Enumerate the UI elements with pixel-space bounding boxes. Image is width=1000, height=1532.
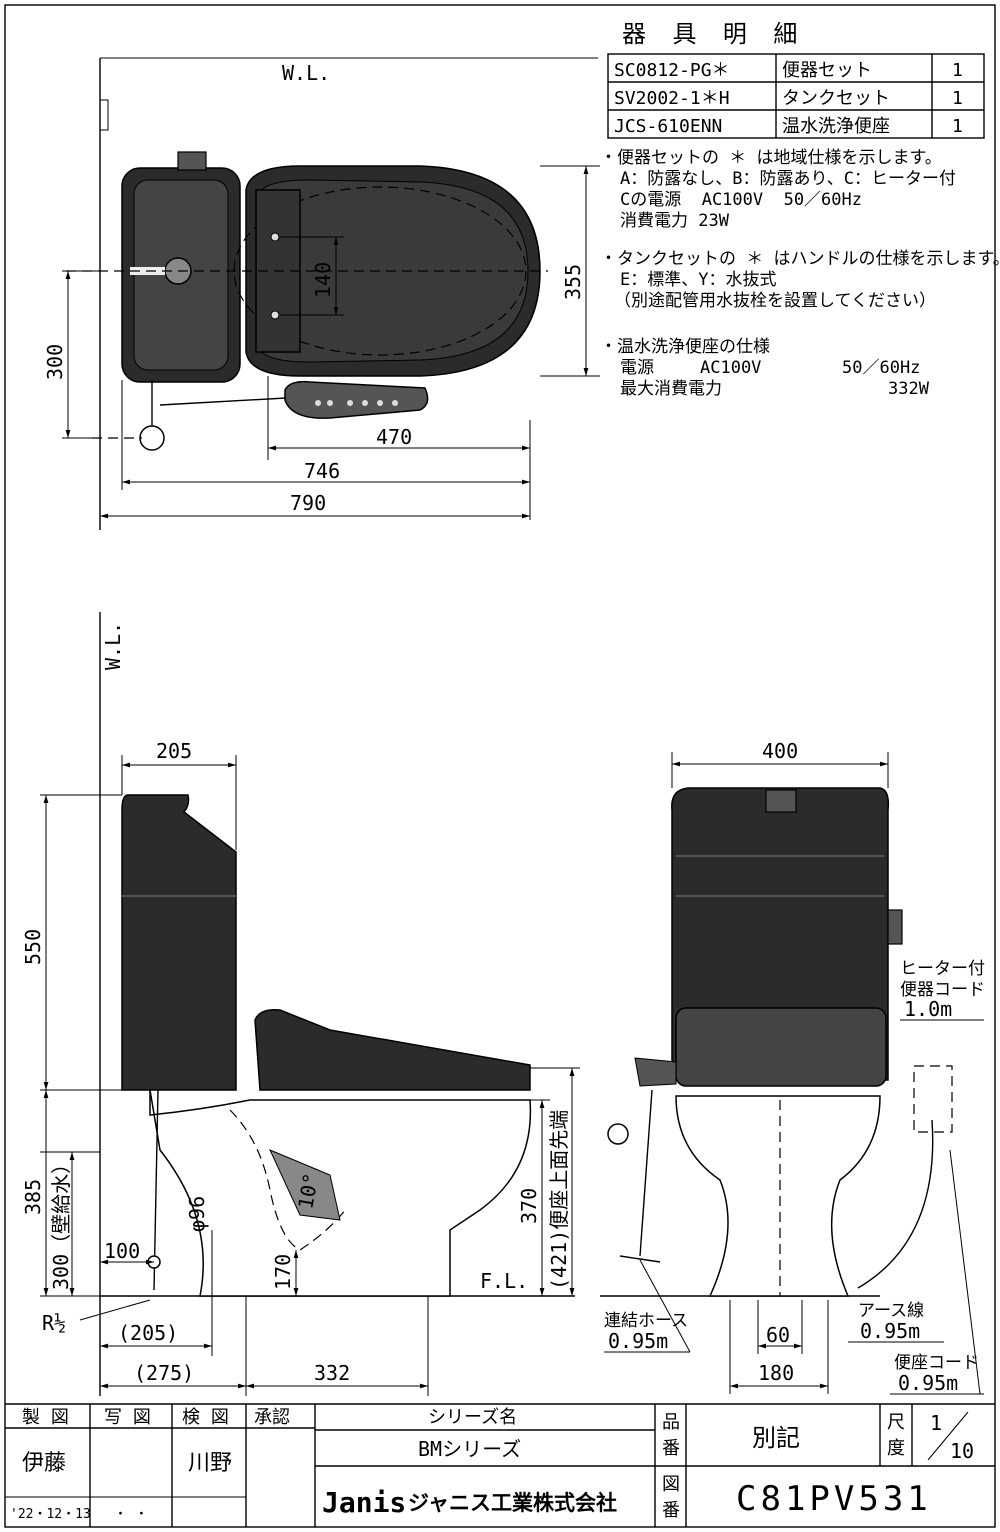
plan-dim-355: 355 — [561, 264, 585, 300]
company-logo: Janis — [322, 1486, 406, 1519]
note-2: A：防露なし、B：防露あり、C：ヒーター付 — [620, 169, 956, 189]
tb-header-approved: 承認 — [254, 1407, 290, 1428]
side-dim-370: 370 — [517, 1188, 541, 1224]
front-hose-length: 0.95m — [608, 1329, 668, 1353]
tb-fig-no: C81PV531 — [736, 1479, 932, 1519]
side-dim-332: 332 — [314, 1361, 350, 1385]
tb-fig-no-label-1: 図 — [662, 1474, 680, 1495]
side-dim-300-wall-supply: 300（壁給水） — [49, 1154, 73, 1290]
side-dim-275-paren: (275) — [134, 1361, 194, 1385]
side-view: W.L. F.L. 205 550 385 300（壁給水） 100 R½ — [21, 612, 580, 1396]
parts-row-3-name: 温水洗浄便座 — [782, 116, 890, 137]
title-block: 製 図 写 図 検 図 承認 伊藤 川野 '22・12・13 ・ ・ シリーズ名… — [5, 1403, 995, 1527]
side-dim-r-half: R½ — [42, 1311, 66, 1335]
front-earth-wire-length: 0.95m — [860, 1319, 920, 1343]
tb-part-no-label-2: 番 — [662, 1438, 680, 1459]
plan-wl-label: W.L. — [282, 61, 330, 85]
note-8: ・温水洗浄便座の仕様 — [600, 337, 770, 357]
sheet-border — [4, 4, 996, 1528]
note-10-label: 最大消費電力 — [620, 379, 722, 399]
tb-header-checked: 検 図 — [182, 1407, 229, 1428]
note-3: Cの電源 AC100V 50／60Hz — [620, 190, 862, 210]
side-bowl — [149, 1089, 532, 1297]
front-hose-label: 連結ホース — [604, 1311, 688, 1331]
note-10-value: 332W — [888, 379, 930, 399]
side-dim-phi96: φ96 — [185, 1196, 209, 1232]
note-6: E：標準、Y：水抜式 — [620, 270, 776, 290]
plan-remote-control — [284, 380, 429, 419]
side-dim-205: 205 — [156, 739, 192, 763]
tb-fig-no-label-2: 番 — [662, 1500, 680, 1521]
front-dim-60: 60 — [766, 1323, 790, 1347]
parts-table: 器 具 明 細 SC0812-PG＊ 便器セット 1 SV2002-1＊H タン… — [607, 20, 985, 139]
spec-notes: ・便器セットの ＊ は地域仕様を示します。 A：防露なし、B：防露あり、C：ヒー… — [600, 148, 1000, 399]
note-5: ・タンクセットの ＊ はハンドルの仕様を示します。 — [600, 249, 1000, 269]
note-9-frequency: 50／60Hz — [842, 358, 920, 378]
tb-date-2: ・ ・ — [114, 1507, 148, 1522]
parts-table-title: 器 具 明 細 — [622, 20, 803, 48]
note-9-label: 電源 — [620, 358, 654, 378]
plan-dim-140: 140 — [311, 262, 335, 298]
plan-dim-470: 470 — [376, 425, 412, 449]
side-dim-550: 550 — [21, 929, 45, 965]
tb-date: '22・12・13 — [10, 1507, 91, 1522]
front-view: 400 ヒーター付 便器コード 1.0m 連結ホース 0.95m アース線 0.… — [600, 739, 985, 1395]
tb-scale-denominator: 10 — [950, 1439, 974, 1463]
parts-row-1-name: 便器セット — [782, 60, 872, 81]
plan-view: W.L. 140 355 — [43, 57, 600, 530]
front-bowl — [675, 1095, 881, 1297]
side-dim-205-paren: (205) — [118, 1321, 178, 1345]
note-7: （別途配管用水抜栓を設置してください） — [614, 291, 936, 311]
front-seat — [675, 1007, 887, 1087]
tb-part-no: 別記 — [752, 1424, 800, 1452]
tb-scale-label-1: 尺 — [887, 1412, 905, 1433]
side-seat — [254, 1008, 531, 1091]
note-9-voltage: AC100V — [700, 358, 761, 378]
tb-series-name: BMシリーズ — [418, 1437, 521, 1461]
side-dim-421-seat-tip: (421)便座上面先端 — [547, 1110, 571, 1290]
front-remote-control — [634, 1057, 677, 1087]
tb-company-name: ジャニス工業株式会社 — [408, 1491, 617, 1515]
parts-row-1-code: SC0812-PG＊ — [614, 60, 730, 81]
parts-row-3-code: JCS-610ENN — [614, 116, 722, 137]
front-heater-cord-label-2: 便器コード — [900, 980, 985, 1000]
front-earth-wire-label: アース線 — [858, 1301, 924, 1321]
parts-row-2-qty: 1 — [952, 88, 963, 109]
tb-scale-label-2: 度 — [887, 1438, 905, 1459]
tb-scale-numerator: 1 — [930, 1411, 942, 1435]
parts-row-2-name: タンクセット — [782, 88, 890, 109]
tb-part-no-label-1: 品 — [662, 1412, 680, 1433]
front-dim-180: 180 — [758, 1361, 794, 1385]
side-dim-170: 170 — [271, 1254, 295, 1290]
plan-dim-300: 300 — [43, 344, 67, 380]
front-tank — [671, 787, 890, 1081]
side-wl-label: W.L. — [101, 622, 125, 670]
side-tank — [121, 794, 237, 1091]
front-seat-cord-label: 便座コード — [894, 1353, 979, 1373]
plan-dim-746: 746 — [304, 459, 340, 483]
tb-header-drawn: 製 図 — [22, 1407, 69, 1428]
plan-dim-790: 790 — [290, 491, 326, 515]
tb-header-traced: 写 図 — [104, 1407, 151, 1428]
parts-row-3-qty: 1 — [952, 116, 963, 137]
side-fl-label: F.L. — [480, 1269, 528, 1293]
note-1: ・便器セットの ＊ は地域仕様を示します。 — [600, 148, 942, 168]
note-4: 消費電力 23W — [620, 211, 730, 231]
tb-series-label: シリーズ名 — [428, 1407, 517, 1428]
front-seat-cord-length: 0.95m — [898, 1371, 958, 1395]
front-heater-cord-length: 1.0m — [904, 997, 952, 1021]
front-heater-cord-label-1: ヒーター付 — [900, 959, 985, 979]
tb-drawn-by: 伊藤 — [22, 1451, 66, 1476]
parts-row-1-qty: 1 — [952, 60, 963, 81]
side-dim-100: 100 — [104, 1239, 140, 1263]
parts-row-2-code: SV2002-1＊H — [614, 88, 730, 109]
front-dim-400: 400 — [762, 739, 798, 763]
tb-checked-by: 川野 — [188, 1451, 232, 1476]
side-dim-385: 385 — [21, 1179, 45, 1215]
